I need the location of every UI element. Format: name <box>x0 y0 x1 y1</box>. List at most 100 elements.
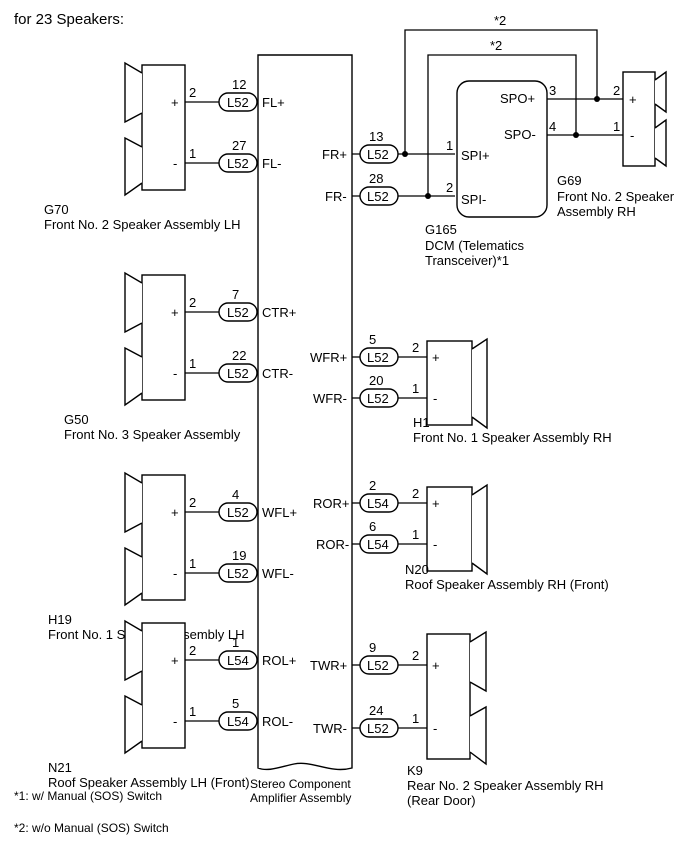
connector-neg-label: L52 <box>367 189 389 204</box>
dcm-code: G165 <box>425 222 457 237</box>
connector-neg-label: L54 <box>227 714 249 729</box>
connector-pos-shape <box>218 92 258 112</box>
speaker-h19-cone-lower <box>124 546 143 607</box>
dcm-name-line2: Transceiver)*1 <box>425 253 509 268</box>
terminal-number-neg: 20 <box>369 373 383 388</box>
dcm-name-line1: DCM (Telematics <box>425 238 524 253</box>
signal-pos: FR+ <box>322 147 347 162</box>
speaker-g50-cone-lower <box>124 346 143 407</box>
minus-sign: - <box>173 156 177 171</box>
minus-sign: - <box>433 391 437 406</box>
connector-neg-shape <box>218 363 258 383</box>
speaker-name-line1: Roof Speaker Assembly RH (Front) <box>405 577 609 592</box>
connector-neg-label: L52 <box>367 721 389 736</box>
pin-plus: 2 <box>189 85 196 100</box>
connector-neg-shape <box>218 711 258 731</box>
terminal-number-pos: 2 <box>369 478 376 493</box>
connector-neg-label: L52 <box>227 566 249 581</box>
speaker-g69-magnet <box>622 71 656 167</box>
terminal-number-neg: 22 <box>232 348 246 363</box>
speaker-h1-cone <box>471 337 488 430</box>
speaker-code: N21 <box>48 760 72 775</box>
speaker-h19-magnet <box>141 474 186 601</box>
signal-neg: TWR- <box>313 721 347 736</box>
dcm-spo-minus: SPO- <box>504 127 536 142</box>
connector-neg-label: L54 <box>367 537 389 552</box>
terminal-number-pos: 7 <box>232 287 239 302</box>
signal-pos: WFR+ <box>310 350 347 365</box>
connector-neg-shape <box>218 153 258 173</box>
pin-minus: 1 <box>613 119 620 134</box>
speaker-g69-cone-upper <box>654 70 667 114</box>
pin-minus: 1 <box>189 704 196 719</box>
terminal-number-neg: 28 <box>369 171 383 186</box>
plus-sign: + <box>171 653 179 668</box>
terminal-number-neg: 19 <box>232 548 246 563</box>
plus-sign: + <box>629 92 637 107</box>
connector-pos-shape <box>218 650 258 670</box>
plus-sign: + <box>432 496 440 511</box>
pin-minus: 1 <box>189 556 196 571</box>
speaker-g70-cone-lower <box>124 136 143 197</box>
speaker-name-line2: Assembly RH <box>557 204 636 219</box>
connector-pos-shape <box>218 502 258 522</box>
connector-pos-label: L54 <box>227 653 249 668</box>
plus-sign: + <box>171 505 179 520</box>
signal-neg: WFR- <box>313 391 347 406</box>
speaker-h19-cone-upper <box>124 471 143 534</box>
junction-dot <box>573 132 579 138</box>
connector-pos-label: L52 <box>367 147 389 162</box>
speaker-code: H19 <box>48 612 72 627</box>
speaker-name-line2: (Rear Door) <box>407 793 476 808</box>
plus-sign: + <box>432 658 440 673</box>
pin-minus: 1 <box>189 146 196 161</box>
terminal-number-neg: 24 <box>369 703 383 718</box>
speaker-k9-cone-upper <box>469 630 487 693</box>
pin-minus: 1 <box>189 356 196 371</box>
speaker-n20-cone <box>471 483 488 576</box>
amplifier-label-line2: Amplifier Assembly <box>250 791 351 805</box>
speaker-name-line1: Front No. 1 Speaker Assembly RH <box>413 430 612 445</box>
minus-sign: - <box>173 566 177 581</box>
footnote-1: *1: w/ Manual (SOS) Switch <box>14 789 162 803</box>
minus-sign: - <box>173 366 177 381</box>
terminal-number-neg: 27 <box>232 138 246 153</box>
connector-pos-shape <box>359 347 399 367</box>
connector-neg-shape <box>359 186 399 206</box>
terminal-number-neg: 5 <box>232 696 239 711</box>
footnote-2: *2: w/o Manual (SOS) Switch <box>14 821 169 835</box>
connector-pos-label: L52 <box>227 305 249 320</box>
connector-pos-shape <box>359 493 399 513</box>
connector-pos-label: L52 <box>227 505 249 520</box>
minus-sign: - <box>433 537 437 552</box>
wire-bypass-second <box>427 54 577 196</box>
diagram-title: for 23 Speakers: <box>14 11 124 28</box>
plus-sign: + <box>432 350 440 365</box>
speaker-name: Front No. 2 Speaker Assembly LH <box>44 217 241 232</box>
speaker-name: Front No. 3 Speaker Assembly <box>64 427 241 442</box>
speaker-code: G69 <box>557 173 582 188</box>
minus-sign: - <box>433 721 437 736</box>
connector-neg-shape <box>359 388 399 408</box>
minus-sign: - <box>630 128 634 143</box>
speaker-code: G70 <box>44 202 69 217</box>
plus-sign: + <box>171 95 179 110</box>
pin-plus: 2 <box>412 648 419 663</box>
connector-pos-label: L52 <box>367 350 389 365</box>
pin-minus: 1 <box>412 527 419 542</box>
speaker-code: N20 <box>405 562 429 577</box>
terminal-number-neg: 6 <box>369 519 376 534</box>
minus-sign: - <box>173 714 177 729</box>
pin-plus: 2 <box>412 486 419 501</box>
signal-pos: ROR+ <box>313 496 349 511</box>
signal-neg: FL- <box>262 156 282 171</box>
terminal-number-pos: 9 <box>369 640 376 655</box>
signal-pos: WFL+ <box>262 505 297 520</box>
speaker-n21-cone-upper <box>124 619 143 682</box>
junction-dot <box>402 151 408 157</box>
